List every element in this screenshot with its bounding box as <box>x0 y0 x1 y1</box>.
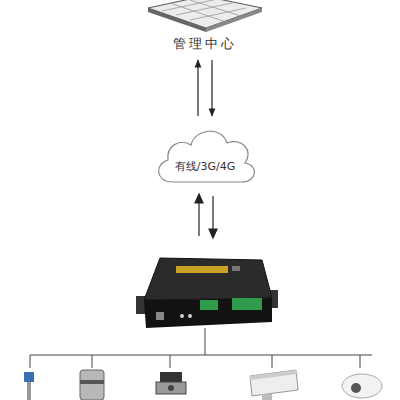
box-camera <box>250 370 298 400</box>
cloud-outline <box>150 118 260 190</box>
double-arrow <box>198 60 212 116</box>
network-label: 有线/3G/4G <box>175 159 235 174</box>
center-node: 管理中心 <box>140 0 270 58</box>
cloud-path <box>159 131 255 182</box>
building-illustration <box>148 0 262 32</box>
valve-actuator <box>156 372 186 394</box>
field-bus <box>30 328 372 368</box>
node-label: 管理中心 <box>173 35 237 53</box>
cylinder-sensor <box>80 370 104 400</box>
gateway-device <box>136 258 278 328</box>
arrow-line <box>197 60 198 116</box>
level-sensor <box>24 372 34 400</box>
network-cloud: 有线/3G/4G <box>150 118 260 190</box>
arrow-line <box>211 60 212 116</box>
dome-camera <box>342 374 382 398</box>
link-arrows <box>195 194 217 238</box>
